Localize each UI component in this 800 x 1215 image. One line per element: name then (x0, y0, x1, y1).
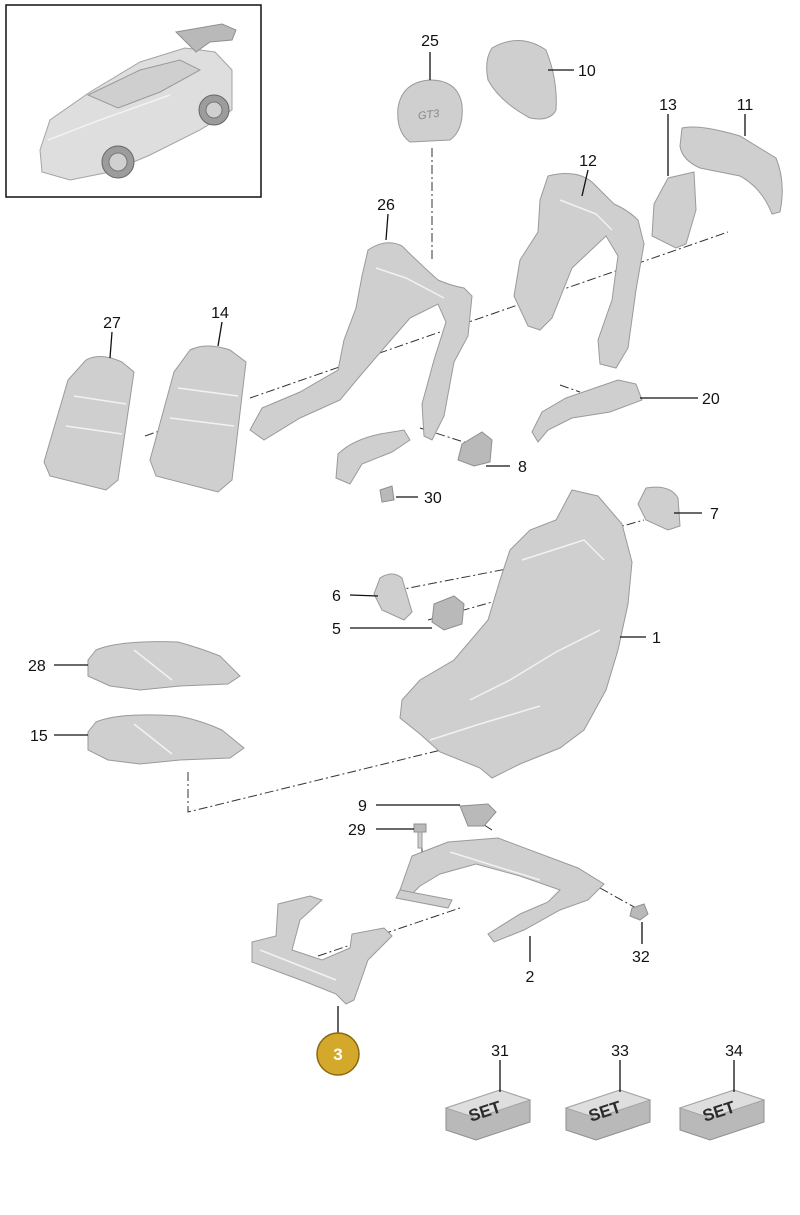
part-13-pad[interactable] (651, 171, 697, 249)
part-1-seat-shell[interactable] (399, 489, 633, 779)
label-6: 6 (332, 588, 341, 605)
part-29-screw[interactable] (413, 823, 427, 849)
part-26-backrest-shell[interactable] (249, 242, 473, 441)
part-33-kit[interactable]: SET (564, 1089, 652, 1141)
label-33: 33 (611, 1043, 629, 1060)
label-12: 12 (579, 153, 597, 170)
part-14-back-cushion[interactable] (149, 345, 247, 493)
label-28: 28 (28, 658, 46, 675)
part-26-lower-trim[interactable] (335, 429, 411, 485)
label-13: 13 (659, 97, 677, 114)
label-14: 14 (211, 305, 229, 322)
part-2-seat-rail[interactable] (395, 837, 605, 943)
part-25-headrest-badge[interactable]: GT3 (397, 79, 463, 143)
part-7-belt-guide[interactable] (637, 486, 681, 531)
label-5: 5 (332, 621, 341, 638)
highlighted-part-badge[interactable]: 3 (316, 1032, 360, 1076)
label-9: 9 (358, 798, 367, 815)
part-32-nut[interactable] (629, 903, 649, 921)
label-27: 27 (103, 315, 121, 332)
label-10: 10 (578, 63, 596, 80)
part-30-clip[interactable] (379, 485, 395, 503)
leader-lines (54, 52, 746, 1092)
part-27-back-cushion[interactable] (43, 356, 135, 491)
label-32: 32 (632, 949, 650, 966)
label-26: 26 (377, 197, 395, 214)
headrest-badge-text: GT3 (417, 108, 441, 123)
label-11: 11 (737, 97, 754, 114)
label-8: 8 (518, 459, 527, 476)
label-15: 15 (30, 728, 48, 745)
part-9-bracket[interactable] (459, 803, 497, 827)
part-28-seat-cushion[interactable] (87, 641, 241, 691)
label-20: 20 (702, 391, 720, 408)
part-6-belt-guide[interactable] (373, 573, 413, 621)
label-34: 34 (725, 1043, 743, 1060)
part-11-trim[interactable] (679, 126, 783, 215)
part-12-backrest-cover[interactable] (513, 173, 645, 369)
part-3-adapter-bracket[interactable] (251, 895, 393, 1005)
part-10-pad[interactable] (486, 40, 557, 120)
label-30: 30 (424, 490, 442, 507)
label-31: 31 (491, 1043, 509, 1060)
part-5-cover[interactable] (431, 595, 465, 631)
assembly-lines (144, 148, 729, 957)
part-15-seat-cushion[interactable] (87, 714, 245, 765)
part-20-bolster[interactable] (531, 379, 643, 443)
label-29: 29 (348, 822, 366, 839)
part-8-clip[interactable] (457, 431, 493, 467)
label-2: 2 (526, 969, 535, 986)
part-31-kit[interactable]: SET (444, 1089, 532, 1141)
highlighted-part-number: 3 (333, 1045, 342, 1064)
vehicle-thumbnail (5, 4, 262, 198)
label-25: 25 (421, 33, 439, 50)
part-number-labels: 25 10 11 13 12 26 14 27 20 8 30 7 6 5 1 … (28, 33, 753, 1060)
label-7: 7 (710, 506, 719, 523)
part-34-kit[interactable]: SET (678, 1089, 766, 1141)
label-1: 1 (652, 630, 661, 647)
